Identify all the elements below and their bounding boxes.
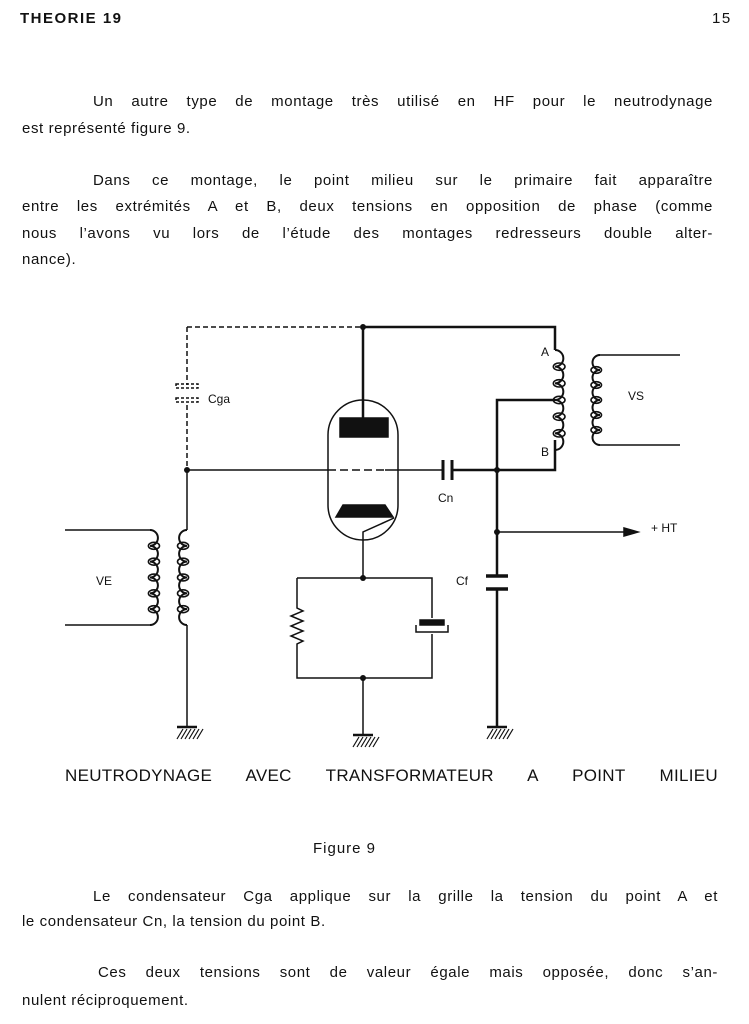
electrolytic-cap-plate	[419, 619, 445, 626]
label-ht: + HT	[651, 521, 678, 535]
junction-dot	[494, 529, 500, 535]
cga-dashed-wire	[186, 326, 363, 470]
label-b: B	[541, 445, 549, 459]
ve-leads	[65, 529, 150, 626]
junction-dot	[494, 467, 500, 473]
primary-coil-icon	[552, 349, 566, 451]
ground-icon	[176, 725, 204, 740]
junction-dot	[360, 324, 366, 330]
page-number: 15	[712, 10, 732, 27]
cf-capacitor	[486, 574, 508, 591]
ground-icon	[486, 725, 514, 740]
label-cn: Cn	[438, 491, 453, 505]
input-primary-coil-icon	[147, 529, 161, 626]
ht-arrow	[623, 527, 641, 537]
heater	[362, 517, 395, 540]
junction-dot	[184, 467, 190, 473]
center-tap-wire	[495, 398, 555, 727]
paragraph-1-line-1: Un autre type de montage très utilisé en…	[93, 93, 713, 110]
junction-dot	[360, 675, 366, 681]
figure-number: Figure 9	[313, 840, 377, 857]
cn-to-b-wire	[452, 440, 557, 472]
running-header: THEORIE 19	[20, 10, 123, 27]
cga-plate-bottom	[175, 397, 199, 403]
electrolytic-cap-cup	[415, 625, 449, 633]
label-cf: Cf	[456, 574, 469, 588]
cn-capacitor	[441, 460, 454, 480]
cathode	[334, 504, 395, 518]
anode-wire	[361, 325, 557, 418]
paragraph-2-line-3: nous l’avons vu lors de l’étude des mont…	[22, 225, 713, 242]
cga-plate-top	[175, 383, 199, 389]
paragraph-1-line-2: est représenté figure 9.	[22, 120, 191, 137]
cathode-network	[296, 540, 433, 735]
junction-dot	[360, 575, 366, 581]
paragraph-3-line-2: le condensateur Cn, la tension du point …	[22, 913, 326, 930]
label-a: A	[541, 345, 549, 359]
anode-plate	[339, 417, 389, 438]
ground-icon	[352, 733, 380, 748]
label-vs: VS	[628, 389, 644, 403]
figure-caption: NEUTRODYNAGE AVEC TRANSFORMATEUR A POINT…	[65, 766, 718, 785]
paragraph-3-line-1: Le condensateur Cga applique sur la gril…	[93, 888, 718, 905]
grid-coil-icon	[176, 529, 190, 626]
resistor	[289, 600, 305, 655]
label-cga: Cga	[208, 392, 230, 406]
label-ve: VE	[96, 574, 112, 588]
paragraph-2-line-2: entre les extrémités A et B, deux tensio…	[22, 198, 713, 215]
vs-leads	[600, 354, 680, 446]
paragraph-4-line-2: nulent réciproquement.	[22, 992, 189, 1009]
secondary-coil-icon	[590, 354, 603, 446]
paragraph-2-line-1: Dans ce montage, le point milieu sur le …	[93, 172, 713, 189]
paragraph-2-line-4: nance).	[22, 251, 77, 268]
paragraph-4-line-1: Ces deux tensions sont de valeur égale m…	[98, 964, 718, 981]
